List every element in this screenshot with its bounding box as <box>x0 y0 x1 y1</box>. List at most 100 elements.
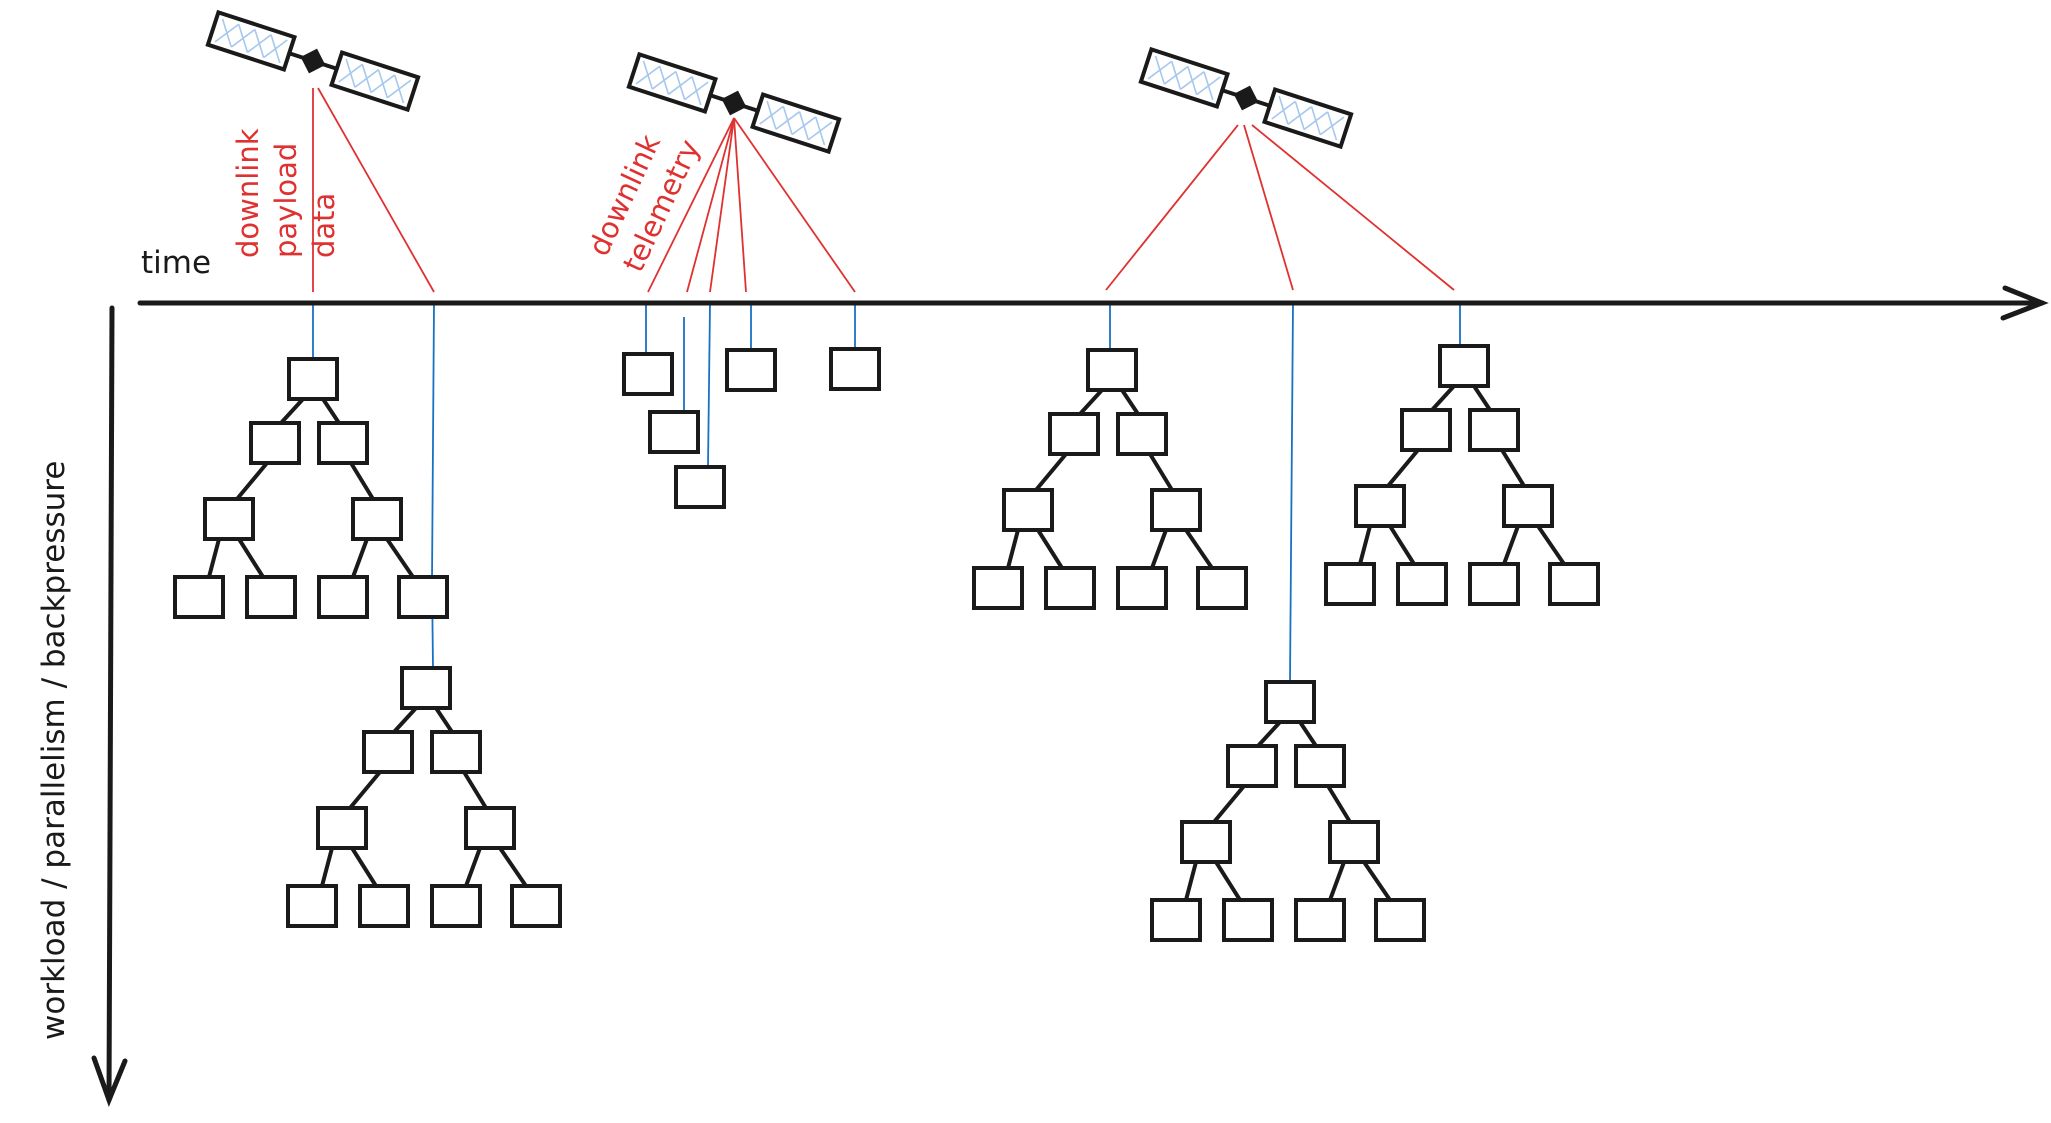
panel-cell <box>263 39 288 59</box>
task-node <box>245 575 297 619</box>
task-node <box>400 666 452 710</box>
task-edge <box>1036 528 1064 570</box>
panel-cell <box>1196 76 1221 96</box>
task-node <box>1468 562 1520 606</box>
annotation-line-3: data <box>307 193 341 258</box>
task-edge <box>1326 784 1352 824</box>
time-axis <box>137 285 2049 321</box>
task-node <box>1294 744 1346 788</box>
task-edge <box>350 846 378 888</box>
task-node <box>622 352 674 396</box>
task-node <box>1294 898 1346 942</box>
task-node <box>362 730 414 774</box>
panel-cell <box>386 79 412 99</box>
task-node <box>829 347 881 391</box>
task-node <box>1222 898 1274 942</box>
task-node <box>1196 566 1248 610</box>
panel-cell <box>651 70 677 90</box>
task-node <box>1086 348 1138 392</box>
task-edge <box>351 537 369 579</box>
downlink-beam <box>647 117 735 293</box>
task-node <box>430 730 482 774</box>
task-node <box>286 884 338 928</box>
task-edge <box>1536 524 1566 566</box>
downlink-beam <box>686 117 735 293</box>
task-node <box>1324 562 1376 606</box>
task-edge <box>207 537 221 579</box>
downlink-beam <box>1105 124 1239 291</box>
solar-panel <box>1262 87 1354 150</box>
task-node <box>464 806 516 850</box>
task-edge <box>279 397 305 425</box>
task-node <box>249 421 301 465</box>
downlink-beam <box>733 117 747 293</box>
panel-cell <box>759 105 784 125</box>
panel-cell <box>791 116 817 136</box>
task-edge <box>1500 448 1526 488</box>
downlink-beam <box>733 117 856 293</box>
task-node <box>1002 488 1054 532</box>
panel-cell <box>214 23 240 43</box>
task-node <box>1328 820 1380 864</box>
task-edge <box>1472 384 1492 412</box>
task-edge <box>235 461 269 501</box>
payload-annotation: downlink payload data <box>231 128 341 258</box>
task-edge <box>392 706 418 734</box>
task-node <box>1354 484 1406 528</box>
downlink-beam <box>317 87 435 293</box>
task-node <box>287 357 339 401</box>
task-link <box>431 303 435 581</box>
satellite-body <box>721 90 747 116</box>
task-node <box>648 410 700 454</box>
task-tree <box>1150 680 1426 942</box>
task-node <box>358 884 410 928</box>
task-edge <box>1328 860 1346 902</box>
panel-cell <box>1163 65 1189 85</box>
task-edge <box>1078 388 1104 416</box>
task-tree <box>286 666 562 928</box>
satellite-body <box>1233 85 1259 111</box>
task-node <box>1502 484 1554 528</box>
panel-cell <box>1271 100 1296 120</box>
task-node <box>1438 344 1490 388</box>
panel-cell <box>667 76 693 95</box>
task-edge <box>1386 448 1420 488</box>
task-node <box>203 497 255 541</box>
task-node <box>397 575 449 619</box>
panel-cell <box>684 81 709 101</box>
panel-cell <box>775 111 801 130</box>
task-edge <box>321 397 341 425</box>
task-node <box>1150 488 1202 532</box>
solar-panel <box>626 51 718 114</box>
task-edge <box>385 537 415 579</box>
panel-cell <box>807 121 833 141</box>
task-link <box>707 303 711 468</box>
task-edge <box>464 846 482 888</box>
solar-panel <box>329 50 421 113</box>
task-node <box>351 497 403 541</box>
panel-cell <box>1147 60 1173 80</box>
task-node <box>1150 898 1202 942</box>
task-tree <box>173 357 449 619</box>
panel-cell <box>246 34 272 53</box>
task-node <box>316 806 368 850</box>
task-edge <box>320 846 334 888</box>
solar-panel <box>750 92 842 155</box>
task-edge <box>1148 452 1174 492</box>
time-axis-label: time <box>141 245 211 281</box>
task-edge <box>1256 720 1282 748</box>
task-node <box>317 421 369 465</box>
panel-cell <box>230 28 256 48</box>
task-edge <box>1298 720 1318 748</box>
task-edge <box>1150 528 1168 570</box>
task-node <box>1468 408 1520 452</box>
task-edge <box>1502 524 1520 566</box>
satellite-body <box>300 48 326 74</box>
panel-cell <box>338 63 363 83</box>
task-node <box>1116 412 1168 456</box>
task-edge <box>349 461 375 501</box>
satellite-icon <box>626 51 842 155</box>
task-edge <box>348 770 382 810</box>
task-node <box>1374 898 1426 942</box>
